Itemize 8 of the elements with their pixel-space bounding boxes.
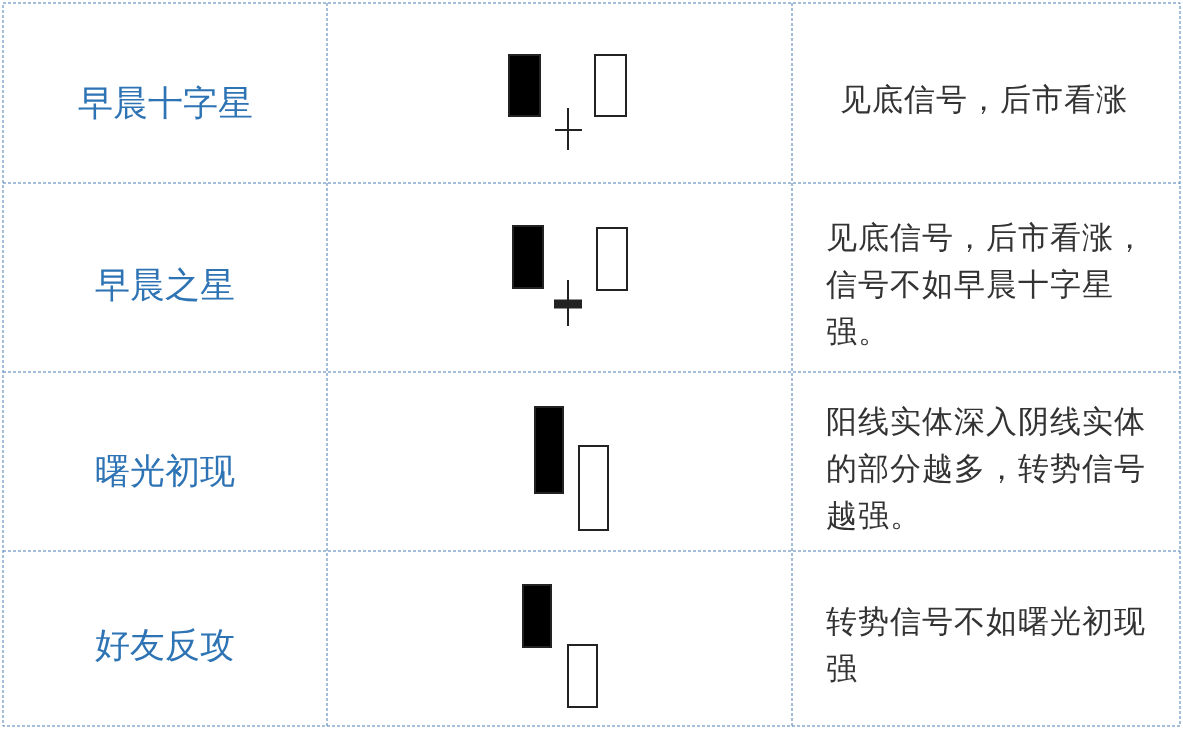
pattern-name: 好友反攻: [95, 624, 235, 667]
pattern-name: 早晨十字星: [77, 82, 253, 125]
description-text: 见底信号，后市看涨: [840, 80, 1129, 119]
pattern-name: 早晨之星: [95, 264, 235, 307]
pattern-name: 曙光初现: [95, 450, 235, 493]
description-text: 阳线实体深入阴线实体的部分越多，转势信号越强。: [826, 402, 1146, 535]
description-text: 见底信号，后市看涨，信号不如早晨十字星强。: [826, 218, 1146, 351]
description-text: 转势信号不如曙光初现强: [826, 602, 1146, 688]
